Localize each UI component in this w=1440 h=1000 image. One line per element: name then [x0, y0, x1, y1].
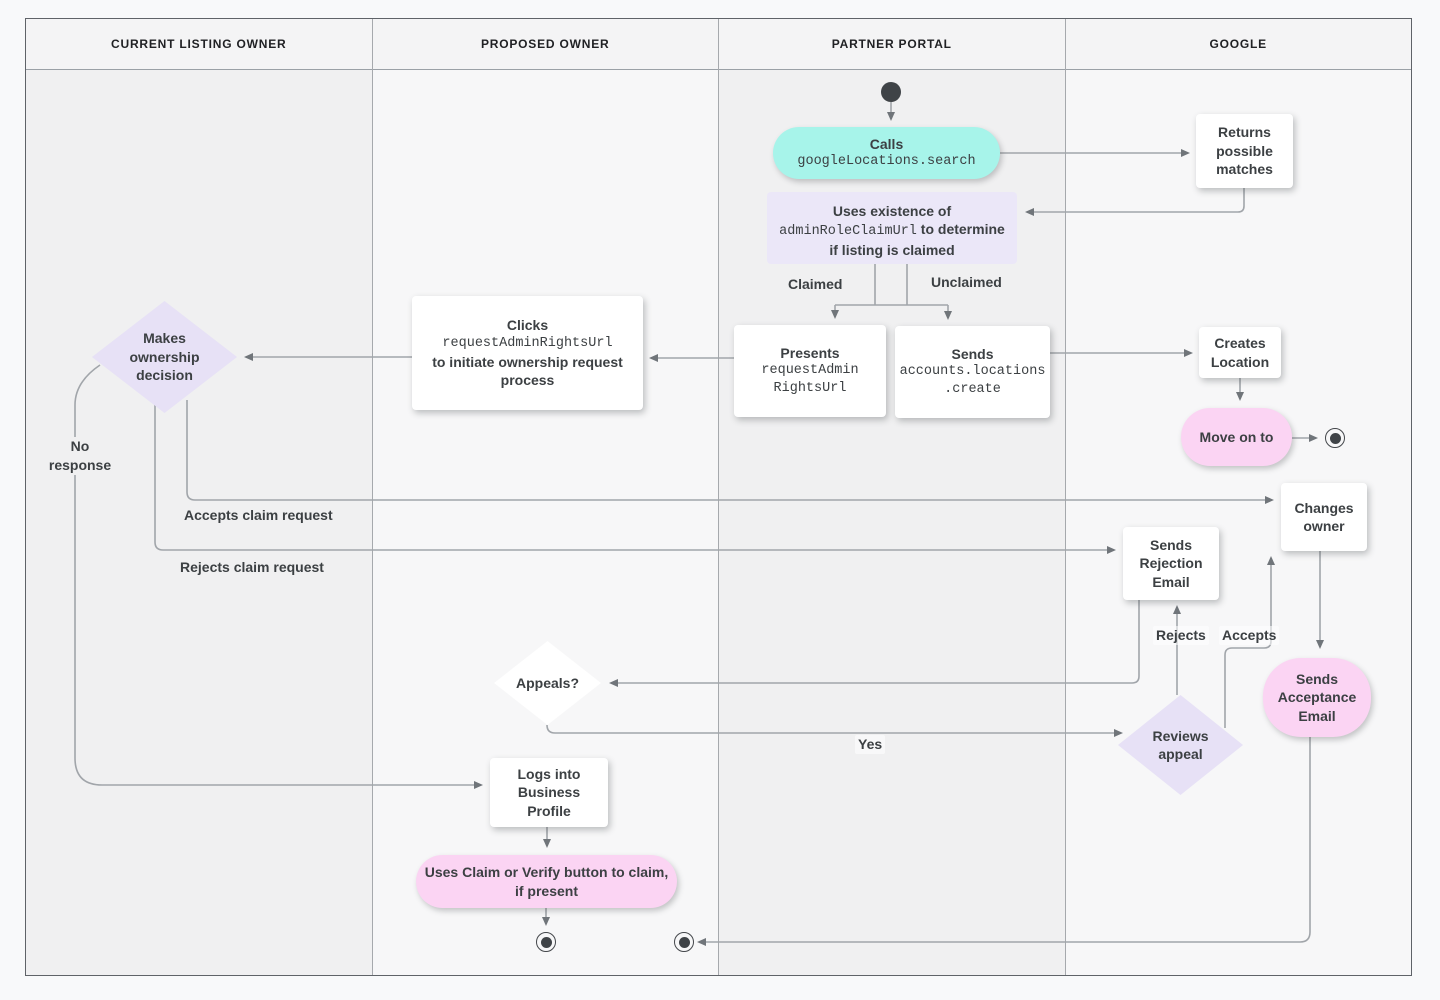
end-node-dot [1329, 432, 1341, 444]
lane-title: PROPOSED OWNER [480, 37, 610, 51]
node-title: Calls [869, 135, 904, 152]
edge-label-claimed: Claimed [788, 276, 843, 292]
node-label: Logs into Business Profile [517, 765, 581, 819]
lane-header: PARTNER PORTAL [719, 19, 1065, 70]
edge-label-rejects: Rejects [1153, 626, 1209, 645]
node-label: Makes ownership decision [129, 330, 200, 384]
edge-label-no-response: No response [40, 437, 120, 475]
node-label: Creates Location [1210, 335, 1270, 370]
node-sends-accounts-locations-create: Sends accounts.locations .create [895, 326, 1050, 418]
node-label: Sends Acceptance Email [1277, 670, 1357, 724]
lane-body [372, 70, 718, 975]
node-label: Reviews appeal [1152, 727, 1209, 762]
node-changes-owner: Changes owner [1281, 483, 1367, 551]
node-title: Sends [951, 345, 994, 362]
node-label: Changes owner [1294, 499, 1354, 534]
lane-title: PARTNER PORTAL [831, 37, 952, 51]
lane-header: PROPOSED OWNER [372, 19, 718, 70]
node-label: Move on to [1199, 428, 1274, 445]
edge-label-unclaimed: Unclaimed [931, 274, 1002, 290]
end-node-dot [678, 936, 690, 948]
lane-current-listing-owner: CURRENT LISTING OWNER [26, 19, 373, 975]
node-code: requestAdmin RightsUrl [761, 363, 859, 397]
end-node-dot [540, 936, 552, 948]
node-move-on-to: Move on to [1181, 408, 1292, 466]
lane-header: GOOGLE [1065, 19, 1411, 70]
node-code: requestAdminRightsUrl [442, 335, 613, 351]
node-label: Returns possible matches [1216, 124, 1273, 178]
end-node [674, 932, 694, 952]
lane-proposed-owner: PROPOSED OWNER [372, 19, 719, 975]
node-uses-claim-or-verify-button: Uses Claim or Verify button to claim, if… [416, 855, 677, 908]
node-text: to initiate ownership request process [432, 353, 623, 389]
node-text: to determine if listing is claimed [829, 221, 1005, 259]
node-calls-googlelocations-search: Calls googleLocations.search [773, 127, 1000, 179]
node-label: Appeals? [515, 674, 579, 691]
node-code: googleLocations.search [797, 154, 976, 170]
edge-label-accepts-claim-request: Accepts claim request [184, 507, 333, 523]
node-uses-existence-adminroleclaimurl: Uses existence of adminRoleClaimUrl to d… [767, 192, 1017, 264]
node-presents-requestadminrightsurl: Presents requestAdmin RightsUrl [734, 325, 886, 417]
node-title: Presents [780, 344, 840, 361]
node-code: adminRoleClaimUrl [779, 224, 917, 240]
end-node [1325, 428, 1345, 448]
node-clicks-requestadminrightsurl: Clicks requestAdminRightsUrl to initiate… [412, 296, 643, 410]
edge-label-yes: Yes [855, 735, 886, 754]
lane-title: CURRENT LISTING OWNER [111, 37, 287, 51]
node-logs-into-business-profile: Logs into Business Profile [490, 758, 608, 827]
lane-header: CURRENT LISTING OWNER [26, 19, 372, 70]
node-title: Clicks [506, 317, 549, 334]
node-returns-possible-matches: Returns possible matches [1196, 114, 1293, 188]
node-label: Uses Claim or Verify button to claim, if… [424, 864, 669, 899]
lane-title: GOOGLE [1209, 37, 1267, 51]
node-code: accounts.locations .create [899, 364, 1046, 398]
edge-label-accepts: Accepts [1219, 626, 1280, 645]
node-text: Uses existence of [832, 203, 952, 219]
start-node [881, 82, 901, 102]
edge-label-rejects-claim-request: Rejects claim request [180, 559, 324, 575]
node-label: Sends Rejection Email [1139, 536, 1203, 590]
node-creates-location: Creates Location [1199, 327, 1281, 378]
node-sends-acceptance-email: Sends Acceptance Email [1263, 658, 1371, 737]
node-sends-rejection-email: Sends Rejection Email [1123, 527, 1219, 600]
end-node [536, 932, 556, 952]
